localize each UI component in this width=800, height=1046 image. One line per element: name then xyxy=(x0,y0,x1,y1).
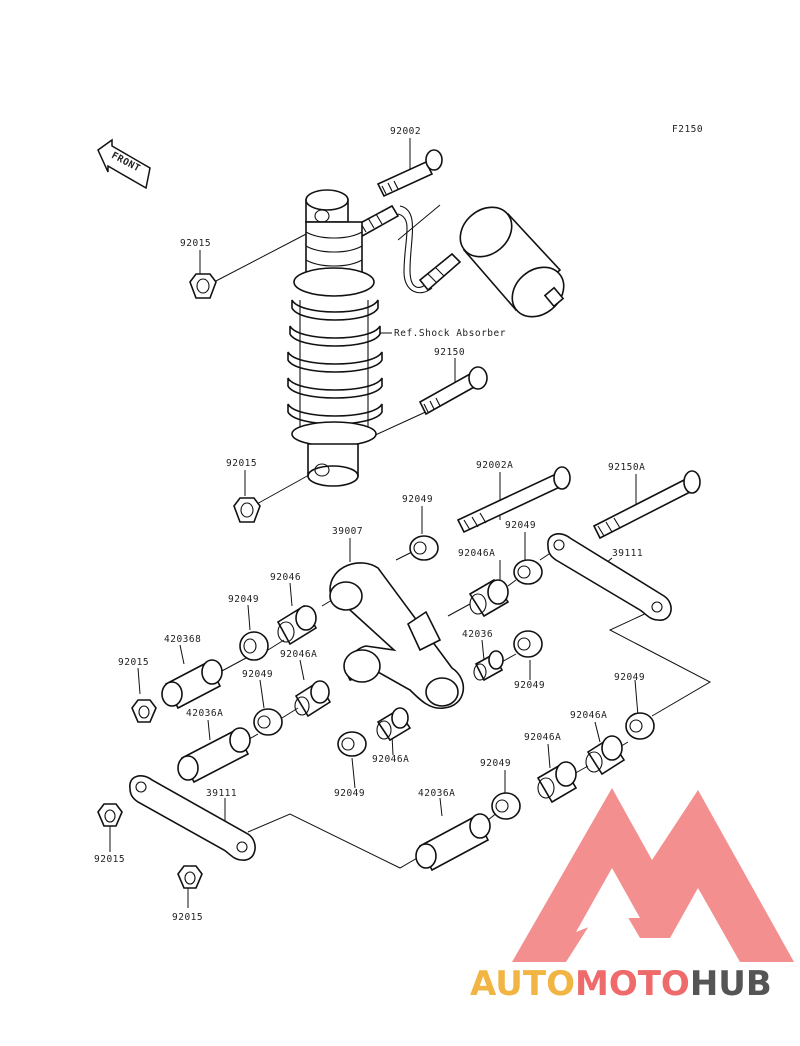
bolt-92150A xyxy=(592,470,701,540)
washer-92049-e xyxy=(253,708,283,736)
label-nut-bottom-1: 92015 xyxy=(94,854,125,865)
label-ref-shock: Ref.Shock Absorber xyxy=(394,328,506,339)
collar-42036A-b xyxy=(415,813,491,872)
reservoir-hose xyxy=(399,205,431,288)
label-nut-lower: 92015 xyxy=(226,458,257,469)
label-bolt-long-b: 92150A xyxy=(608,462,645,473)
label-collar-1: 420368 xyxy=(164,634,201,645)
washer-92049-b xyxy=(513,559,543,585)
bolt-92150 xyxy=(418,366,488,416)
nut-92015-bottom-2 xyxy=(177,865,203,889)
washer-92049-g xyxy=(625,712,655,740)
front-arrow-icon: FRONT xyxy=(97,138,151,190)
nut-92015-bottom-1 xyxy=(97,803,123,827)
label-tie-rod-right: 39111 xyxy=(612,548,643,559)
shock-absorber xyxy=(287,189,400,487)
tie-rod-39111-right xyxy=(547,533,672,621)
washer-92049-a xyxy=(409,535,439,561)
label-washer-7: 92049 xyxy=(480,758,511,769)
bearing-92046A-e xyxy=(536,761,578,804)
washer-92049-d xyxy=(513,630,543,658)
collar-42036 xyxy=(473,650,504,682)
label-collar-4: 42036A xyxy=(418,788,455,799)
watermark-auto: AUTO xyxy=(470,964,575,1004)
label-bearing-1: 92046A xyxy=(458,548,495,559)
tie-rod-39111-left xyxy=(129,775,256,861)
label-bolt-mid: 92150 xyxy=(434,347,465,358)
bolt-92002A xyxy=(456,466,571,534)
watermark-hub: HUB xyxy=(690,964,772,1004)
label-tie-rod-left: 39111 xyxy=(206,788,237,799)
label-bolt-top: 92002 xyxy=(390,126,421,137)
label-nut-left: 92015 xyxy=(118,657,149,668)
label-washer-6: 92049 xyxy=(614,672,645,683)
label-washer-2: 92049 xyxy=(505,520,536,531)
label-collar-3: 42036A xyxy=(186,708,223,719)
rocker-arm-39007 xyxy=(329,562,465,710)
label-washer-5: 92049 xyxy=(242,669,273,680)
washer-92049-f xyxy=(337,731,367,757)
bearing-92046A-a xyxy=(468,578,510,618)
bolt-92002 xyxy=(376,149,443,198)
nut-92015-top xyxy=(189,273,217,299)
part-labels: 92002 92015 Ref.Shock Absorber 92150 920… xyxy=(94,126,645,923)
label-rocker: 39007 xyxy=(332,526,363,537)
label-bearing-4: 92046A xyxy=(570,710,607,721)
label-bearing-5: 92046A xyxy=(524,732,561,743)
label-washer-1: 92049 xyxy=(402,494,433,505)
watermark-logo-icon xyxy=(512,788,794,962)
bearing-92046A-d xyxy=(585,735,626,776)
washer-92049-h xyxy=(491,792,521,820)
label-bearing-6: 92046A xyxy=(372,754,409,765)
watermark-moto: MOTO xyxy=(575,964,690,1004)
label-washer-8: 92049 xyxy=(334,788,365,799)
bearing-92046 xyxy=(276,604,318,646)
label-washer-3: 92049 xyxy=(228,594,259,605)
washer-92049-c xyxy=(239,631,269,661)
diagram-code: F2150 xyxy=(672,124,703,135)
label-nut-bottom-2: 92015 xyxy=(172,912,203,923)
bearing-92046A-c xyxy=(376,707,412,742)
label-bolt-long-a: 92002A xyxy=(476,460,513,471)
nut-92015-left xyxy=(131,699,157,723)
watermark-text: AUTOMOTOHUB xyxy=(470,964,772,1004)
label-washer-4: 92049 xyxy=(514,680,545,691)
label-bearing-2: 92046 xyxy=(270,572,301,583)
collar-42036A-a xyxy=(177,727,251,784)
label-nut-top: 92015 xyxy=(180,238,211,249)
shock-reservoir xyxy=(418,206,565,318)
label-collar-2: 42036 xyxy=(462,629,493,640)
bearing-92046A-b xyxy=(294,680,332,718)
label-bearing-3: 92046A xyxy=(280,649,317,660)
nut-92015-lower xyxy=(233,497,261,523)
collar-420368 xyxy=(161,659,223,710)
